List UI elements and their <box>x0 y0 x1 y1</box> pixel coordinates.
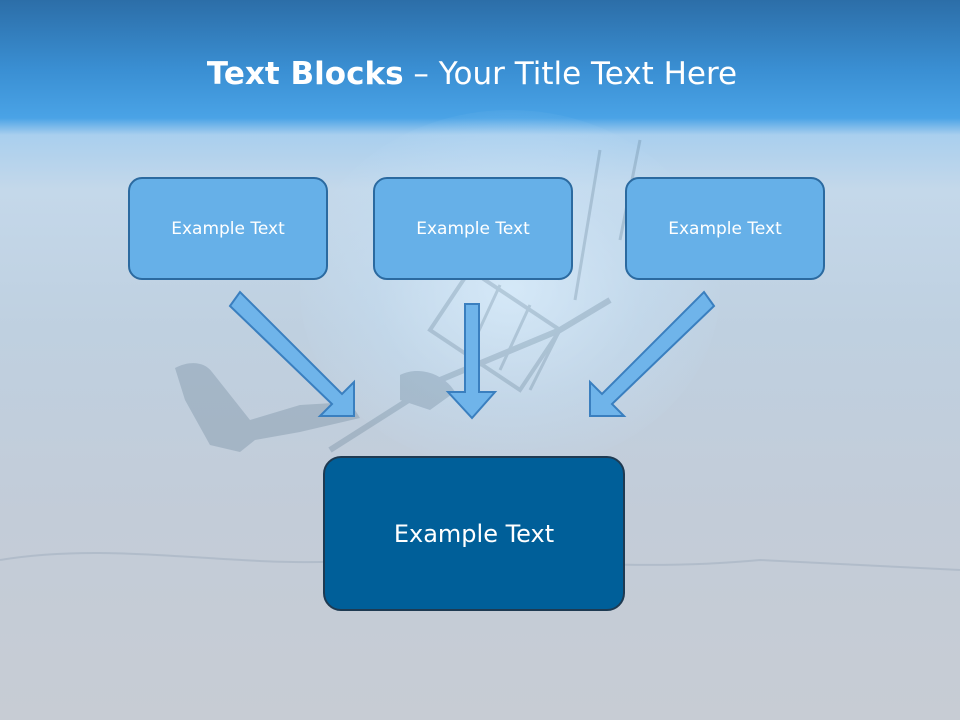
arrow-left-diagonal <box>228 290 355 417</box>
background-light-glow <box>300 110 720 470</box>
title-bold: Text Blocks <box>206 56 404 92</box>
target-text-block: Example Text <box>323 456 625 611</box>
text-block-3-label: Example Text <box>668 218 782 239</box>
text-block-1: Example Text <box>128 177 328 280</box>
text-block-3: Example Text <box>625 177 825 280</box>
target-text-block-label: Example Text <box>393 519 555 548</box>
slide-title: Text Blocks – Your Title Text Here <box>0 54 944 94</box>
text-block-2: Example Text <box>373 177 573 280</box>
text-block-2-label: Example Text <box>416 218 530 239</box>
arrow-center-down <box>445 303 498 420</box>
text-block-1-label: Example Text <box>171 218 285 239</box>
arrow-right-diagonal <box>589 290 716 417</box>
title-dash: – <box>403 56 439 92</box>
title-rest: Your Title Text Here <box>438 56 738 92</box>
